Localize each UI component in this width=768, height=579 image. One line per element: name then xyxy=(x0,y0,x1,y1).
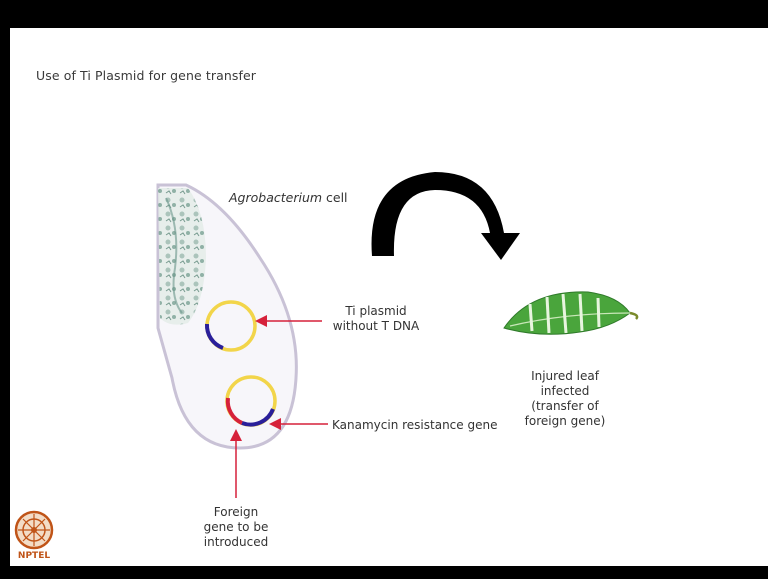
leaf-label-line4: foreign gene) xyxy=(515,414,615,429)
nptel-wheel-icon xyxy=(12,508,56,552)
cell-word: cell xyxy=(322,190,347,205)
foreign-gene-label-line3: introduced xyxy=(196,535,276,550)
ti-plasmid-label-line2: without T DNA xyxy=(326,319,426,334)
ti-plasmid-label: Ti plasmid without T DNA xyxy=(326,304,426,334)
ti-plasmid-diagram xyxy=(10,28,768,566)
kanamycin-label: Kanamycin resistance gene xyxy=(332,418,497,433)
foreign-gene-label: Foreign gene to be introduced xyxy=(196,505,276,550)
leaf-label-line2: infected xyxy=(515,384,615,399)
nptel-logo-text: NPTEL xyxy=(12,551,56,561)
bottom-black-bar xyxy=(0,566,768,579)
injured-leaf xyxy=(504,292,637,334)
agrobacterium-italic: Agrobacterium xyxy=(229,190,322,205)
slide: Use of Ti Plasmid for gene transfer xyxy=(10,28,768,566)
leaf-label-line3: (transfer of xyxy=(515,399,615,414)
leaf-label: Injured leaf infected (transfer of forei… xyxy=(515,369,615,429)
transfer-curved-arrow xyxy=(372,172,520,260)
agrobacterium-cell-label: Agrobacterium cell xyxy=(229,190,348,205)
leaf-label-line1: Injured leaf xyxy=(515,369,615,384)
nptel-logo: NPTEL xyxy=(12,508,56,564)
top-black-bar xyxy=(0,0,768,28)
ti-plasmid-label-line1: Ti plasmid xyxy=(326,304,426,319)
foreign-gene-label-line1: Foreign xyxy=(196,505,276,520)
foreign-gene-label-line2: gene to be xyxy=(196,520,276,535)
